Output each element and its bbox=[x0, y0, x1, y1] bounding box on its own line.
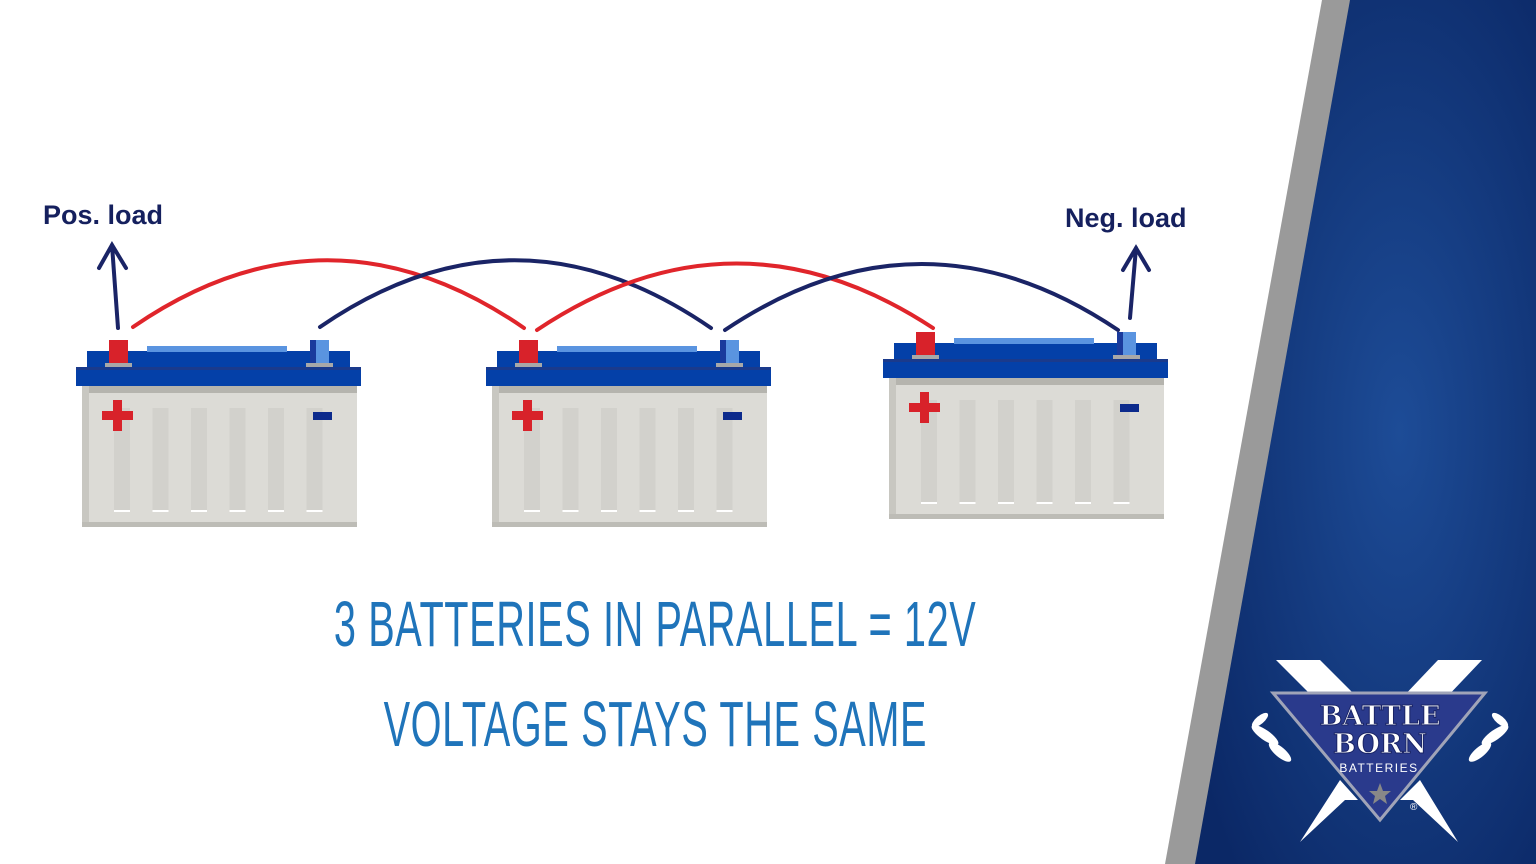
negative-wire-2-3 bbox=[723, 262, 1120, 332]
positive-wire-2-3 bbox=[535, 261, 935, 332]
battery-1 bbox=[76, 340, 361, 527]
caption-line-2: VOLTAGE STAYS THE SAME bbox=[383, 688, 927, 760]
negative-load-arrow bbox=[1121, 244, 1151, 320]
plus-symbol-icon bbox=[102, 400, 133, 431]
battery-3 bbox=[883, 332, 1168, 519]
plus-symbol-icon bbox=[512, 400, 543, 431]
positive-wire-1-2 bbox=[131, 258, 526, 330]
positive-load-label: Pos. load bbox=[43, 200, 164, 230]
olive-branch-left-icon bbox=[1251, 712, 1292, 762]
positive-terminal bbox=[916, 332, 935, 357]
gray-stripe bbox=[1165, 0, 1352, 864]
svg-text:BATTERIES: BATTERIES bbox=[1339, 761, 1418, 775]
minus-symbol-icon bbox=[1120, 404, 1139, 412]
caption-line-1: 3 BATTERIES IN PARALLEL = 12V bbox=[333, 588, 977, 660]
blue-panel bbox=[1195, 0, 1536, 864]
plus-symbol-icon bbox=[909, 392, 940, 423]
negative-wire-1-2 bbox=[318, 258, 713, 330]
positive-terminal bbox=[519, 340, 538, 365]
minus-symbol-icon bbox=[723, 412, 742, 420]
olive-branch-right-icon bbox=[1468, 712, 1509, 762]
positive-load-arrow bbox=[97, 241, 128, 330]
negative-load-label: Neg. load bbox=[1065, 203, 1187, 233]
battery-2 bbox=[486, 340, 771, 527]
minus-symbol-icon bbox=[313, 412, 332, 420]
svg-text:BORN: BORN bbox=[1333, 729, 1427, 760]
positive-terminal bbox=[109, 340, 128, 365]
svg-text:BATTLE: BATTLE bbox=[1319, 701, 1440, 732]
svg-text:®: ® bbox=[1410, 802, 1418, 813]
battle-born-logo: BATTLE BORN BATTERIES ® bbox=[1251, 660, 1509, 842]
